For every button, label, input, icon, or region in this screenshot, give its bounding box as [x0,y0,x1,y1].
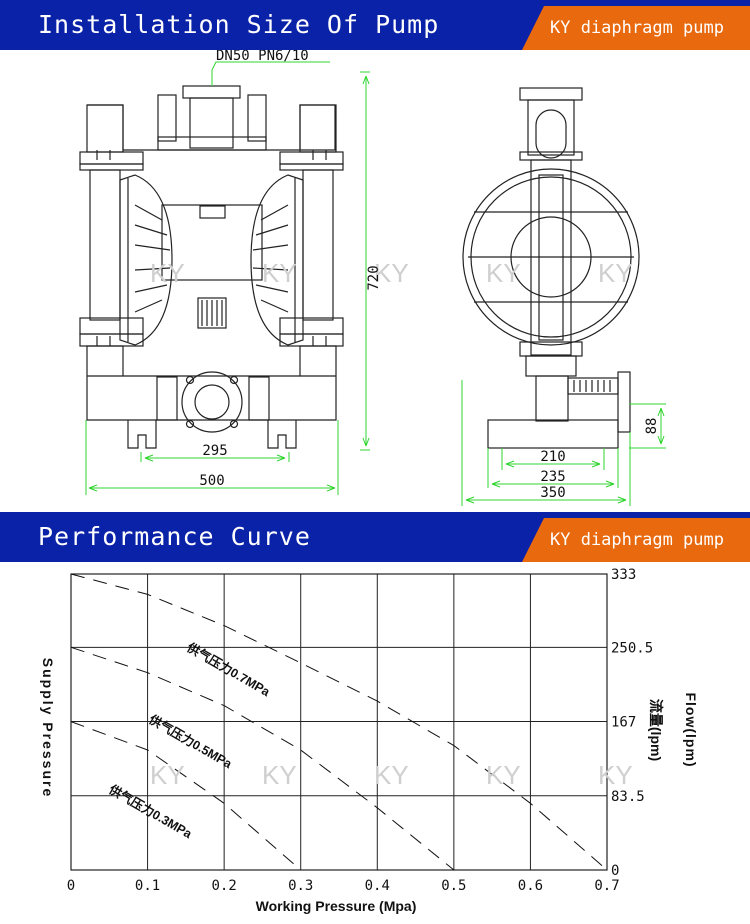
x-tick-label: 0.6 [518,878,543,894]
inlet-size-label: DN50 PN6/10 [216,50,309,64]
overall-width-label: 500 [199,473,224,489]
installation-size-title: Installation Size Of Pump [38,10,440,39]
curve-label: 供气压力0.3MPa [106,781,196,842]
x-tick-label: 0.4 [365,878,390,894]
brand-tag: KY diaphragm pump [522,6,750,50]
y-tick-label: 333 [611,567,636,583]
chart-curves [70,573,608,871]
watermark-text: KY [598,258,633,288]
y-tick-label: 0 [611,863,619,879]
side-view-pump [462,87,640,449]
x-tick-label: 0.2 [211,878,236,894]
flow-curve [70,721,302,871]
base-width-label: 295 [202,443,227,459]
x-tick-label: 0.1 [135,878,160,894]
height-dimension-label: 720 [366,265,382,290]
installation-drawing: KY KY KY KY KY DN50 PN6/10 720 295 500 8… [79,50,666,506]
performance-curve-title: Performance Curve [38,522,311,551]
watermark-text: KY [374,760,409,790]
x-axis-label: Working Pressure (Mpa) [256,898,417,914]
x-tick-label: 0.7 [594,878,619,894]
y-axis-right-label: Flow(lpm) [683,692,699,767]
watermark-row-top: KY KY KY KY KY [150,258,633,288]
flow-curve [70,573,608,871]
chart-watermarks: KY KY KY KY KY [150,760,633,790]
watermark-text: KY [262,760,297,790]
watermark-text: KY [150,258,185,288]
watermark-text: KY [598,760,633,790]
x-tick-labels: 0 0.1 0.2 0.3 0.4 0.5 0.6 0.7 [67,878,620,894]
y-axis-right-cn-label: 流量(lpm) [648,699,664,761]
x-tick-label: 0.3 [288,878,313,894]
side-base-width-label: 235 [540,469,565,485]
brand-tag: KY diaphragm pump [522,518,750,562]
x-tick-label: 0.5 [441,878,466,894]
base-height-label: 88 [644,418,660,435]
y-tick-labels: 0 83.5 167 250.5 333 [611,567,653,879]
y-tick-label: 167 [611,715,636,731]
y-tick-label: 83.5 [611,789,645,805]
installation-size-banner: Installation Size Of Pump KY diaphragm p… [0,0,750,50]
curve-label: 供气压力0.7MPa [184,639,274,700]
y-axis-left-label: Supply Pressure [40,658,56,799]
performance-curve-banner: Performance Curve KY diaphragm pump [0,512,750,562]
y-tick-label: 250.5 [611,640,653,656]
overall-depth-label: 350 [540,485,565,501]
watermark-text: KY [486,258,521,288]
front-view-pump [79,85,344,449]
watermark-text: KY [150,760,185,790]
flow-curve [70,646,455,871]
watermark-text: KY [486,760,521,790]
watermark-text: KY [374,258,409,288]
watermark-text: KY [262,258,297,288]
x-tick-label: 0 [67,878,75,894]
bolt-spacing-label: 210 [540,449,565,465]
